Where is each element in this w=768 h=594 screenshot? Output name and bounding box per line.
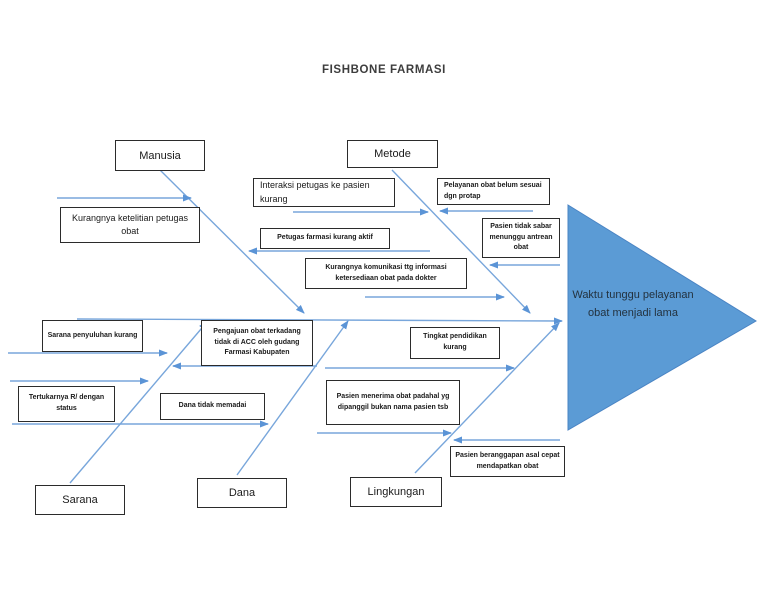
category-box-sarana: Sarana: [35, 485, 125, 515]
cause-box-sarana-penyuluhan: Sarana penyuluhan kurang: [42, 320, 143, 352]
effect-triangle: [567, 204, 757, 431]
manusia-branch-line: [159, 169, 305, 314]
cause-box-interaksi-petugas: Interaksi petugas ke pasien kurang: [253, 178, 395, 207]
category-box-metode: Metode: [347, 140, 438, 168]
cause-box-pengajuan-obat: Pengajuan obat terkadang tidak di ACC ol…: [201, 320, 313, 366]
cause-box-pasien-beranggapan: Pasien beranggapan asal cepat mendapatka…: [450, 446, 565, 477]
cause-box-tingkat-pendidikan: Tingkat pendidikan kurang: [410, 327, 500, 359]
cause-box-pelayanan-obat: Pelayanan obat belum sesuai dgn protap: [437, 178, 550, 205]
metode-branch-line: [391, 169, 531, 314]
category-box-dana: Dana: [197, 478, 287, 508]
sarana-branch-line: [69, 321, 208, 484]
lingkungan-branch-line: [414, 322, 560, 474]
dana-branch-line: [236, 320, 349, 476]
page-title: FISHBONE FARMASI: [322, 64, 446, 76]
category-box-lingkungan: Lingkungan: [350, 477, 442, 507]
cause-box-kurangnya-komunikasi: Kurangnya komunikasi ttg informasi keter…: [305, 258, 467, 289]
cause-box-kurangnya-ketelitian: Kurangnya ketelitian petugas obat: [60, 207, 200, 243]
cause-box-tertukarnya-resep: Tertukarnya R/ dengan status: [18, 386, 115, 422]
spine-line: [76, 317, 563, 325]
cause-box-pasien-tidak-sabar: Pasien tidak sabar menunggu antrean obat: [482, 218, 560, 258]
cause-box-petugas-farmasi: Petugas farmasi kurang aktif: [260, 228, 390, 249]
cause-box-pasien-menerima: Pasien menerima obat padahal yg dipanggi…: [326, 380, 460, 425]
effect-label: Waktu tunggu pelayanan obat menjadi lama: [572, 289, 694, 319]
category-box-manusia: Manusia: [115, 140, 205, 171]
cause-box-dana-tidak-memadai: Dana tidak memadai: [160, 393, 265, 420]
